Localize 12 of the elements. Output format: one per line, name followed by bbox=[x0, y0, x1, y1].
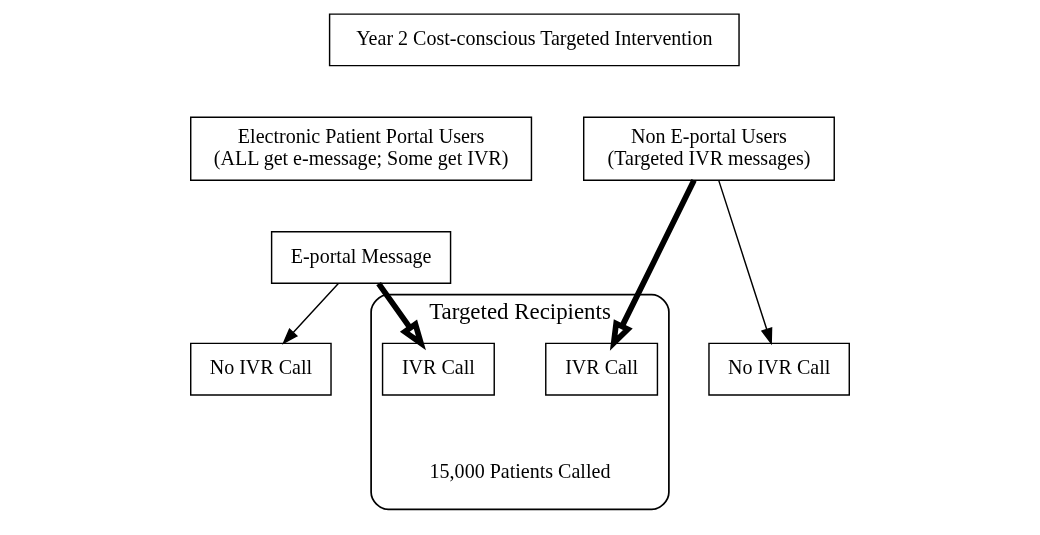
node-box: IVR Call bbox=[545, 342, 659, 396]
node-box: Year 2 Cost-conscious Targeted Intervention bbox=[328, 13, 740, 67]
arrow bbox=[282, 282, 340, 345]
node-box: No IVR Call bbox=[190, 342, 332, 396]
arrow bbox=[609, 179, 697, 351]
node-box: IVR Call bbox=[381, 342, 495, 396]
node-box: E-portal Message bbox=[270, 231, 452, 284]
arrow bbox=[718, 179, 773, 346]
node-box: Electronic Patient Portal Users (ALL get e-message; Some get IVR) bbox=[190, 116, 533, 181]
arrow bbox=[376, 281, 426, 351]
node-box: Non E-portal Users (Targeted IVR messages) bbox=[583, 116, 835, 181]
node-box: No IVR Call bbox=[708, 342, 850, 396]
